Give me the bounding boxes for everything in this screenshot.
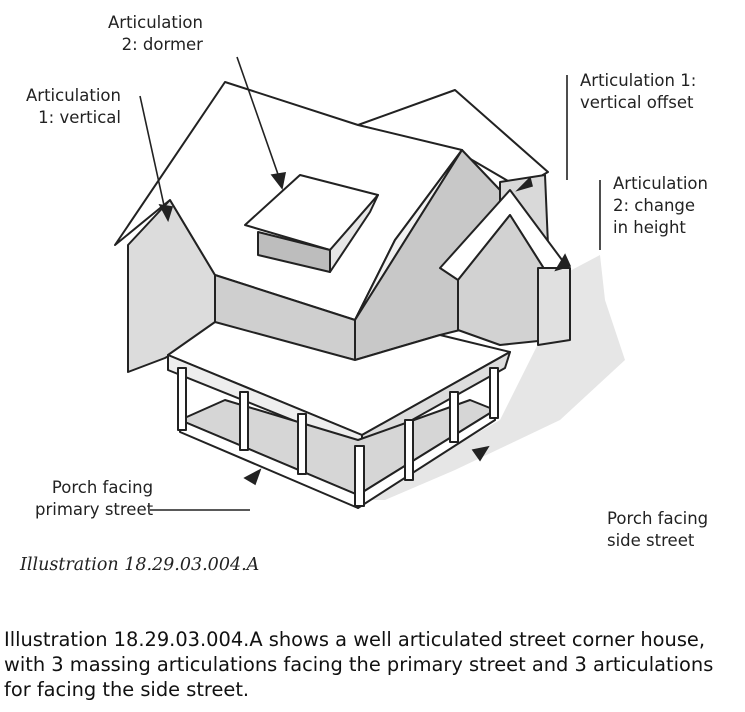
arrowhead-vertical-offset: [515, 176, 533, 192]
illustration-caption: Illustration 18.29.03.004.A: [20, 555, 260, 575]
label-articulation-vertical-offset: Articulation 1:vertical offset: [580, 71, 697, 112]
dormer-side: [329, 194, 379, 273]
arrowhead-vertical: [158, 203, 174, 223]
description-text: Illustration 18.29.03.004.A shows a well…: [4, 628, 714, 701]
arrowhead-porch-primary: [243, 468, 262, 486]
arrowhead-change-height: [554, 253, 572, 272]
house-illustration: [114, 56, 625, 511]
porch-posts: [177, 367, 499, 507]
arrowhead-porch-side: [471, 445, 490, 462]
side-bay-lower: [537, 267, 571, 346]
arrowhead-dormer: [270, 172, 287, 190]
